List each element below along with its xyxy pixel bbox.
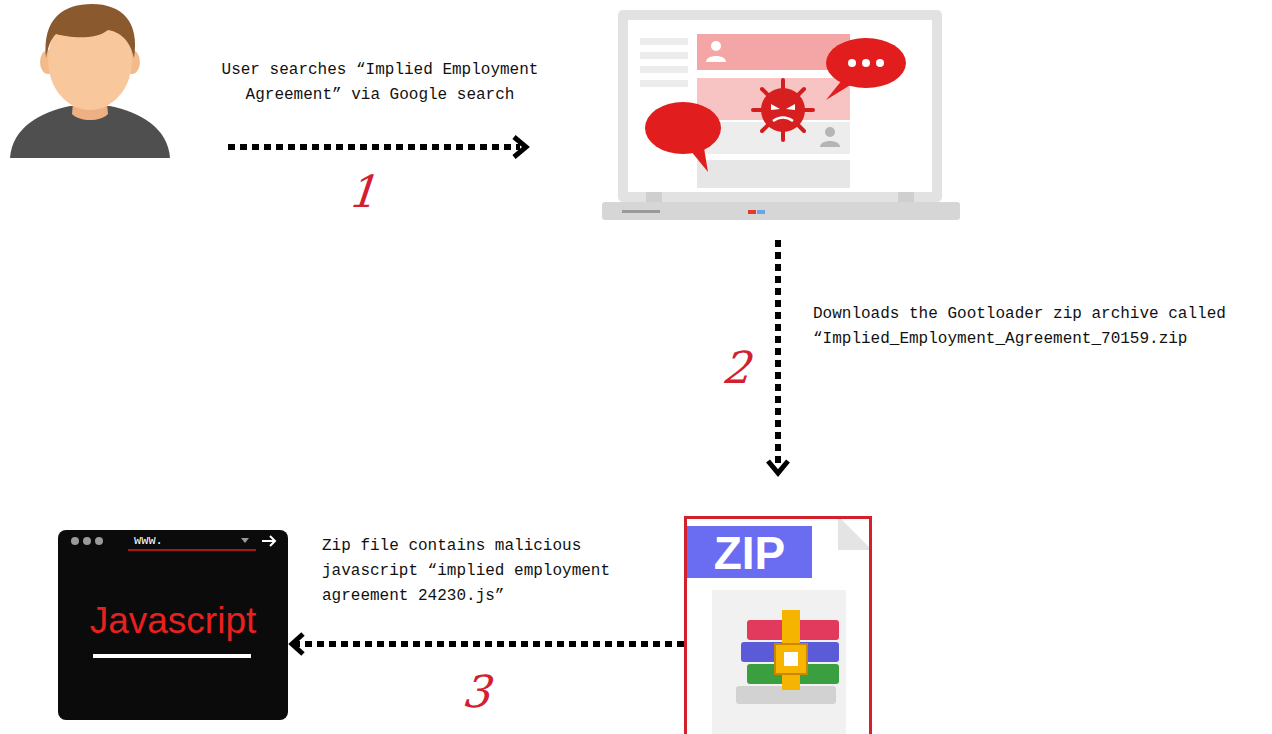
sidebar-line [640, 66, 688, 73]
edge-label: Zip file contains malicious javascript “… [322, 534, 622, 609]
window-title: Javascript [58, 600, 288, 642]
avatar-icon [711, 41, 721, 51]
step-description: Downloads the Gootloader zip archive cal… [813, 302, 1265, 352]
user-icon [10, 4, 170, 158]
browser-window: www. Javascript [58, 530, 292, 720]
zip-file-art [684, 516, 872, 734]
avatar-icon [825, 127, 835, 137]
speech-bubble [645, 102, 721, 172]
underline-bar [93, 654, 251, 658]
browser-window-art [58, 530, 288, 720]
zip-file-icon: ZIP [684, 516, 872, 734]
browser-window [58, 530, 288, 720]
step-number: 1 [349, 168, 396, 216]
laptop-illustration [602, 10, 960, 220]
file-type-banner: ZIP [687, 526, 812, 578]
laptop-base [602, 202, 960, 220]
dotted-arrow [292, 641, 684, 647]
window-dot [83, 537, 91, 545]
virus-eyes [771, 104, 795, 110]
archive-buckle [784, 652, 798, 666]
sidebar-line [640, 80, 688, 87]
laptop-light [748, 210, 756, 214]
sidebar-line [640, 38, 688, 45]
post-row [697, 160, 850, 188]
archive-buckle [775, 644, 807, 674]
step-description: User searches “Implied Employment Agreem… [205, 58, 555, 108]
address-text: www. [134, 534, 163, 548]
zip-page-fold [838, 516, 872, 550]
step-number: 2 [723, 344, 770, 392]
address-underline [128, 549, 256, 551]
virus-spikes [753, 80, 813, 140]
step-number: 3 [463, 668, 510, 716]
virus-mouth [773, 118, 793, 122]
user-hair [46, 4, 136, 58]
window-dot [71, 537, 79, 545]
laptop-light [757, 210, 765, 214]
zip-page [684, 516, 872, 734]
laptop-screen [628, 20, 932, 192]
laptop-lid [618, 10, 942, 202]
dropdown-triangle [241, 538, 249, 543]
laptop-slot [622, 210, 660, 213]
step-arrow [228, 137, 526, 157]
speech-bubble [826, 38, 906, 100]
avatar-icon [706, 56, 726, 62]
go-arrow [262, 536, 275, 546]
sidebar-line [640, 52, 688, 59]
step-arrow [768, 240, 788, 473]
virus-body [761, 88, 805, 132]
window-dot [95, 537, 103, 545]
zip-inner-page [712, 590, 846, 734]
virus-icon [753, 80, 813, 140]
avatar-icon [820, 141, 840, 147]
